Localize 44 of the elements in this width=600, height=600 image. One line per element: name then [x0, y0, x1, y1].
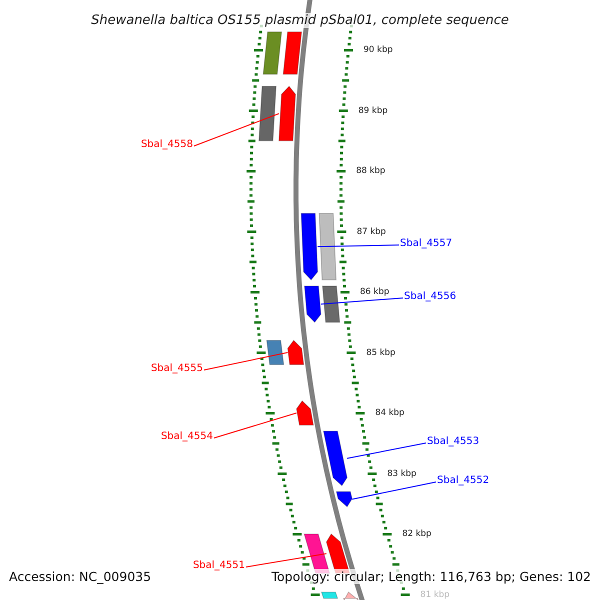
- title: Shewanella baltica OS155 plasmid pSbal01, complete sequence: [91, 13, 509, 28]
- scale-label: 86 kbp: [360, 287, 390, 297]
- gene-label: Sbal_4551: [192, 560, 245, 572]
- leader-line: [214, 412, 297, 438]
- gene-feature: [343, 591, 360, 600]
- gene-feature: [287, 340, 304, 365]
- gene-label: Sbal_4556: [404, 291, 456, 303]
- scale-label: 90 kbp: [364, 45, 393, 55]
- scale-label: 88 kbp: [356, 166, 386, 176]
- scale-label: 85 kbp: [366, 348, 396, 358]
- gene-label: Sbal_4554: [160, 431, 213, 443]
- gene-feature: [336, 491, 353, 508]
- scale-label: 89 kbp: [358, 106, 388, 116]
- gene-feature: [323, 430, 348, 486]
- gene-feature: [262, 32, 282, 75]
- scale-label: 84 kbp: [375, 408, 404, 418]
- gene-label: Sbal_4558: [140, 139, 193, 151]
- gene-label: Sbal_4552: [437, 475, 490, 487]
- leader-line: [194, 113, 280, 146]
- scale-label: 83 kbp: [387, 468, 416, 478]
- summary-text: Topology: circular; Length: 116,763 bp; Genes: 102: [272, 569, 591, 584]
- gene-feature: [318, 213, 337, 280]
- gene-feature: [320, 592, 338, 599]
- gene-feature: [278, 86, 296, 142]
- gene-feature: [282, 32, 302, 75]
- scale-label: 82 kbp: [402, 529, 432, 539]
- gene-label: Sbal_4557: [400, 238, 452, 250]
- gene-label: Sbal_4555: [150, 363, 203, 375]
- gene-label: Sbal_4553: [427, 436, 480, 448]
- leader-line: [320, 298, 404, 305]
- accession-text: Accession: NC_009035: [9, 569, 152, 584]
- leader-line: [246, 553, 327, 568]
- leader-line: [204, 352, 288, 370]
- gene-feature: [300, 213, 318, 280]
- gene-feature: [266, 340, 284, 365]
- leader-line: [352, 482, 436, 500]
- gene-feature: [258, 86, 277, 142]
- gene-feature: [322, 286, 340, 323]
- scale-label: 81 kbp: [420, 590, 450, 600]
- scale-label: 87 kbp: [356, 226, 386, 236]
- leader-line: [346, 442, 426, 459]
- leader-line: [317, 244, 400, 248]
- gene-feature: [304, 286, 322, 323]
- gene-feature: [296, 400, 314, 426]
